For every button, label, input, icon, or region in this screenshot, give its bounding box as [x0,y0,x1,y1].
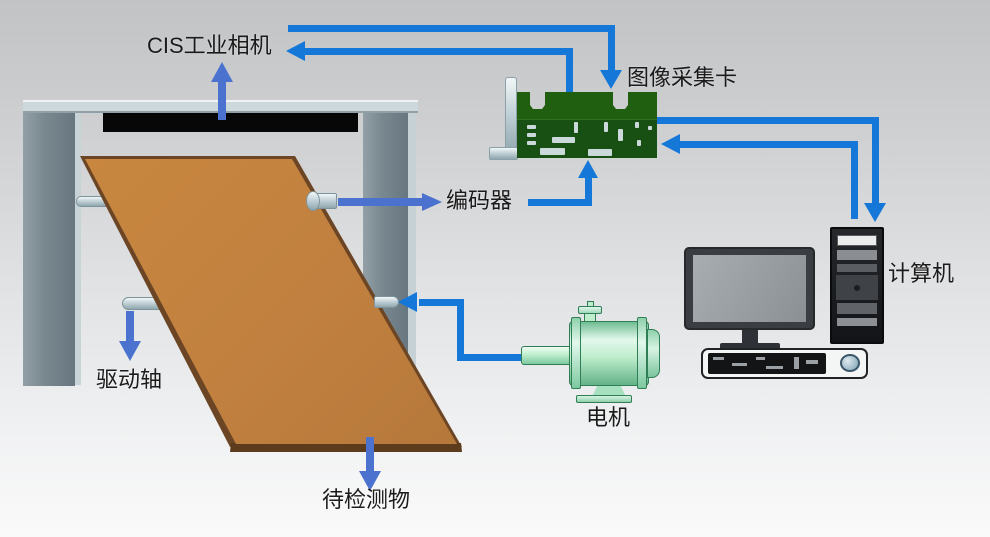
motor-foot [592,384,626,397]
pcb-component [527,141,536,145]
line-card-to-camera-h [304,48,570,55]
pcb-component [618,129,623,141]
drive-shaft-pointer-head [119,341,141,361]
motor-terminal-top [587,301,594,307]
line-motor-v [457,299,464,361]
encoder-pointer-head [422,193,442,211]
monitor-base [720,343,780,350]
test-object-pointer-shaft [366,437,374,471]
arrowhead-into-card-bottom [578,160,598,178]
trackball [840,354,860,372]
motor-flange-right [637,317,647,389]
tower-bay-light [837,235,877,246]
test-object-pointer-head [359,471,381,491]
line-camera-to-card-h [288,25,615,32]
motor-base-plate [576,395,632,403]
pcb-component [635,122,639,128]
key-row [766,366,783,369]
line-computer-to-card-v [851,141,858,219]
label-cis-camera: CIS工业相机 [147,33,272,58]
key-row [732,363,747,366]
key-row [713,357,724,360]
label-test-object: 待检测物 [322,487,411,512]
pcb-body [517,119,657,158]
line-encoder-to-card-h [528,199,590,206]
tower-vent [837,303,877,314]
encoder-cylinder-cap [306,191,320,211]
arrowhead-into-drive-stub [398,292,417,312]
frame-left-post [23,100,75,386]
motor-shaft-stub [374,296,399,308]
frame-right-post-outer-edge [408,112,416,375]
line-motor-h2 [419,299,464,306]
pcb-component [527,133,536,137]
tower-bay [837,250,877,260]
pcb-component [527,125,536,129]
pcb-component [637,140,641,146]
label-motor: 电机 [586,405,631,430]
pcb-component [588,149,612,156]
motor-flange-left [571,317,581,389]
key-row [794,357,799,369]
key-row [756,357,765,360]
frame-left-post-inner-edge [75,112,81,385]
pcb-component [604,122,608,132]
keyboard-keys [708,353,826,374]
camera-pointer-head [211,62,233,82]
computer-tower [830,227,884,344]
arrowhead-into-tower [864,203,886,222]
pcb-component [648,126,652,130]
board-bottom-edge [230,443,462,452]
encoder-pointer-shaft [338,198,422,206]
motor-body [569,321,649,386]
label-computer: 计算机 [888,261,955,286]
tower-strip [837,318,877,326]
tower-button [854,285,860,291]
line-card-to-computer-h [656,117,879,124]
arrowhead-into-card-right [661,134,680,154]
line-card-to-computer-v [872,117,879,204]
label-capture-card: 图像采集卡 [627,65,738,90]
arrowhead-into-camera-label [286,41,305,61]
monitor-neck [742,330,758,345]
cis-camera-bar [103,113,358,132]
line-computer-to-card-h [680,141,855,148]
label-encoder: 编码器 [446,188,513,213]
keyboard [701,348,868,379]
line-camera-to-card-v [608,25,615,71]
motor-end-cap [647,329,660,378]
monitor-screen [693,255,806,322]
line-motor-h1 [457,354,525,361]
line-encoder-to-card-v [585,177,592,206]
line-card-to-camera-v [566,48,573,92]
camera-pointer-shaft [218,81,226,120]
motor-shaft [521,346,573,365]
pcb-component [574,122,578,133]
pcb-component [540,148,565,155]
pcb-top-strip [517,92,657,119]
drive-shaft-pointer-shaft [126,311,134,341]
label-drive-shaft: 驱动轴 [96,367,163,392]
pcb-component [552,137,575,143]
card-bracket-foot [489,147,518,160]
card-bracket-vertical [505,77,517,155]
tower-ports-row [837,264,877,272]
arrowhead-into-card-top [600,70,622,89]
key-row [806,360,818,364]
